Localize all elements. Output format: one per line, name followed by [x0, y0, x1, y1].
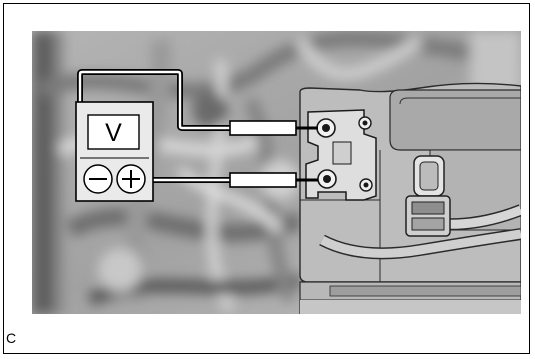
meter-display-symbol: V: [105, 119, 122, 147]
panel-letter: C: [6, 330, 16, 346]
voltmeter: V: [76, 102, 153, 201]
